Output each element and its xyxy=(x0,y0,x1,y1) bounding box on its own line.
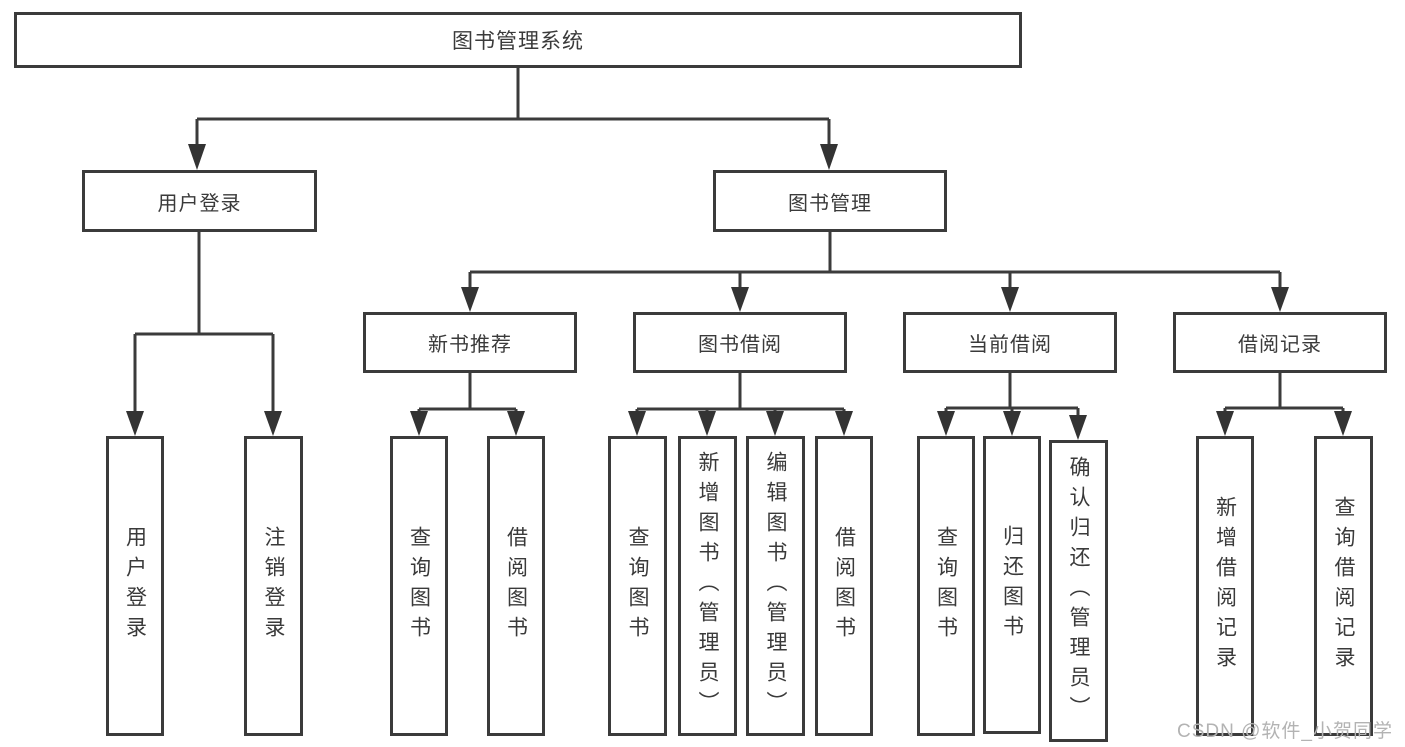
node-root-label: 图书管理系统 xyxy=(452,30,584,53)
connector-book-borrow-to-leaves xyxy=(635,373,846,414)
node-current-borrow-label: 当前借阅 xyxy=(968,334,1052,356)
leaf-label: 新增借阅记录 xyxy=(1213,496,1237,676)
leaf-query-books-1: 查询图书 xyxy=(390,436,448,736)
connector-book-mgmt-to-level3 xyxy=(468,232,1282,290)
leaf-user-login: 用户登录 xyxy=(106,436,164,736)
leaf-query-books-3: 查询图书 xyxy=(917,436,975,736)
csdn-watermark: CSDN @软件_小贺同学 xyxy=(1177,721,1393,742)
node-user-login-label: 用户登录 xyxy=(157,192,242,215)
leaf-confirm-return-admin: 确认归还（管理员） xyxy=(1049,440,1108,742)
leaf-add-book-admin: 新增图书（管理员） xyxy=(678,436,737,736)
node-book-mgmt-label: 图书管理 xyxy=(788,192,872,215)
connector-current-borrow-to-leaves xyxy=(944,373,1080,418)
leaf-add-borrow-record: 新增借阅记录 xyxy=(1196,436,1254,736)
leaf-label: 确认归还（管理员） xyxy=(1067,456,1090,726)
leaf-label: 查询借阅记录 xyxy=(1332,496,1355,676)
leaf-label: 查询图书 xyxy=(407,526,431,646)
node-root-system: 图书管理系统 xyxy=(14,12,1022,68)
leaf-borrow-books-1: 借阅图书 xyxy=(487,436,545,736)
node-book-borrow-label: 图书借阅 xyxy=(698,334,782,356)
leaf-label: 归还图书 xyxy=(1000,525,1024,645)
leaf-label: 编辑图书（管理员） xyxy=(764,451,787,721)
node-current-borrow: 当前借阅 xyxy=(903,312,1117,373)
connector-borrow-record-to-leaves xyxy=(1223,373,1345,414)
leaf-query-books-2: 查询图书 xyxy=(608,436,667,736)
leaf-query-borrow-record: 查询借阅记录 xyxy=(1314,436,1373,736)
node-book-borrow: 图书借阅 xyxy=(633,312,847,373)
leaf-label: 借阅图书 xyxy=(832,526,856,646)
leaf-label: 注销登录 xyxy=(262,526,285,646)
node-new-book-rec: 新书推荐 xyxy=(363,312,577,373)
node-new-book-rec-label: 新书推荐 xyxy=(428,334,512,356)
leaf-label: 查询图书 xyxy=(626,526,649,646)
node-user-login: 用户登录 xyxy=(82,170,317,232)
connector-new-book-rec-to-leaves xyxy=(417,373,518,414)
connector-root-to-level2 xyxy=(195,68,831,148)
leaf-edit-book-admin: 编辑图书（管理员） xyxy=(746,436,805,736)
leaf-label: 新增图书（管理员） xyxy=(696,451,719,721)
node-borrow-record-label: 借阅记录 xyxy=(1238,334,1322,356)
leaf-label: 借阅图书 xyxy=(504,526,528,646)
leaf-logout: 注销登录 xyxy=(244,436,303,736)
leaf-return-books: 归还图书 xyxy=(983,436,1041,734)
node-book-mgmt: 图书管理 xyxy=(713,170,947,232)
node-borrow-record: 借阅记录 xyxy=(1173,312,1387,373)
leaf-borrow-books-2: 借阅图书 xyxy=(815,436,873,736)
connector-user-login-to-leaves xyxy=(133,232,275,414)
leaf-label: 查询图书 xyxy=(934,526,958,646)
leaf-label: 用户登录 xyxy=(123,526,147,646)
